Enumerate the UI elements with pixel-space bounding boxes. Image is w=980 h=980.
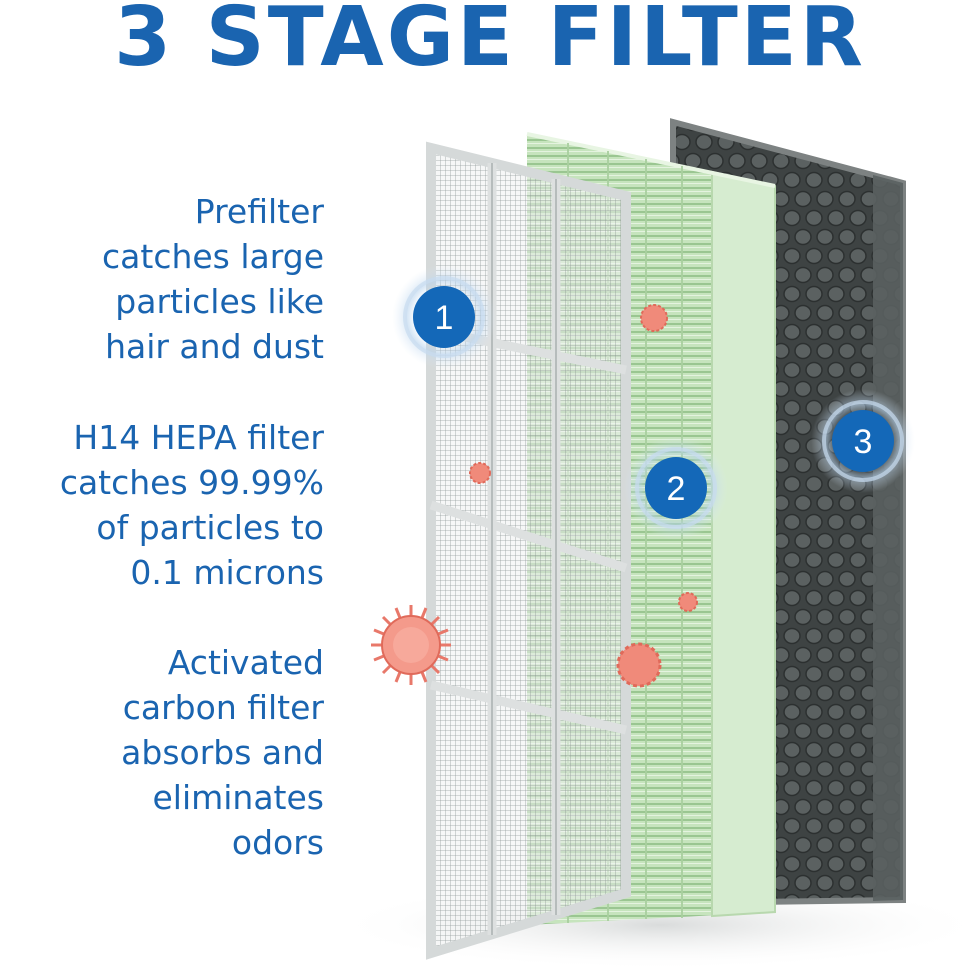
number-badge-icon	[645, 457, 707, 519]
page-title: 3 STAGE FILTER	[114, 0, 866, 85]
stage-3-line: carbon filter	[122, 688, 324, 727]
stage-1-description: Prefilter catches large particles like h…	[0, 189, 324, 369]
stage-2-description: H14 HEPA filter catches 99.99% of partic…	[0, 415, 324, 595]
stage-3-line: eliminates	[152, 778, 324, 817]
stage-3-line: Activated	[167, 643, 324, 682]
stage-3-line: absorbs and	[121, 733, 324, 772]
stage-3-number: 3	[854, 423, 873, 461]
stage-3-badge: 3	[811, 389, 915, 493]
particle-icon	[616, 642, 662, 688]
number-badge-icon	[413, 286, 475, 348]
stage-3-description: Activated carbon filter absorbs and elim…	[0, 640, 324, 865]
stage-2-badge: 2	[624, 436, 728, 540]
stage-2-number: 2	[667, 470, 686, 508]
stage-2-line: catches 99.99%	[59, 463, 324, 502]
stage-1-line: hair and dust	[105, 327, 324, 366]
stage-1-number: 1	[435, 299, 454, 337]
number-badge-icon	[832, 410, 894, 472]
particle-icon	[640, 304, 668, 332]
stage-3-line: odors	[231, 823, 324, 862]
virus-icon	[371, 605, 451, 685]
stage-2-line: of particles to	[96, 508, 324, 547]
stage-1-badge: 1	[392, 265, 496, 369]
stage-2-line: H14 HEPA filter	[73, 418, 324, 457]
stage-1-line: particles like	[115, 282, 324, 321]
stage-1-line: Prefilter	[194, 192, 324, 231]
particle-icon	[469, 462, 491, 484]
particle-icon	[678, 592, 698, 612]
stage-1-line: catches large	[102, 237, 324, 276]
stage-2-line: 0.1 microns	[130, 553, 324, 592]
